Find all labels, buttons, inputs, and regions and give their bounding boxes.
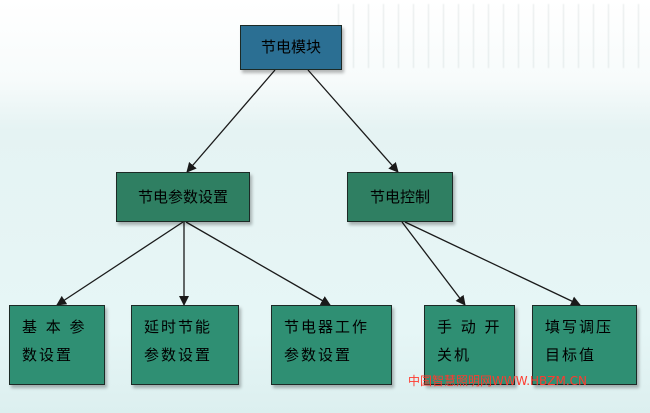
- node-param-settings-label: 节电参数设置: [137, 187, 228, 206]
- node-basic-params-label: 基 本 参 数设置: [22, 318, 87, 364]
- edge-control-to-manual: [401, 221, 466, 306]
- node-work-params-label: 节电器工作 参数设置: [284, 318, 370, 364]
- edge-control-to-voltage: [404, 221, 581, 306]
- node-manual-switch-label: 手 动 开 关机: [437, 318, 502, 364]
- watermark-text: 中国智慧照明网WWW.HBZM.CN: [408, 374, 588, 388]
- node-voltage-target: 填写调压 目标值: [532, 305, 637, 385]
- node-delay-params: 延时节能 参数设置: [131, 305, 239, 385]
- edge-root-to-param-settings: [186, 69, 276, 173]
- node-voltage-target-label: 填写调压 目标值: [545, 318, 614, 364]
- node-manual-switch: 手 动 开 关机: [424, 305, 515, 385]
- node-energy-control: 节电控制: [347, 172, 453, 222]
- node-energy-module-label: 节电模块: [260, 38, 321, 57]
- edge-param-to-work: [185, 221, 331, 306]
- edge-param-to-basic: [56, 221, 184, 306]
- node-work-params: 节电器工作 参数设置: [271, 305, 392, 385]
- node-basic-params: 基 本 参 数设置: [9, 305, 105, 385]
- node-energy-control-label: 节电控制: [369, 187, 430, 206]
- edge-root-to-control: [307, 69, 399, 173]
- node-delay-params-label: 延时节能 参数设置: [144, 318, 213, 364]
- node-param-settings: 节电参数设置: [116, 172, 250, 222]
- node-energy-module: 节电模块: [240, 25, 342, 70]
